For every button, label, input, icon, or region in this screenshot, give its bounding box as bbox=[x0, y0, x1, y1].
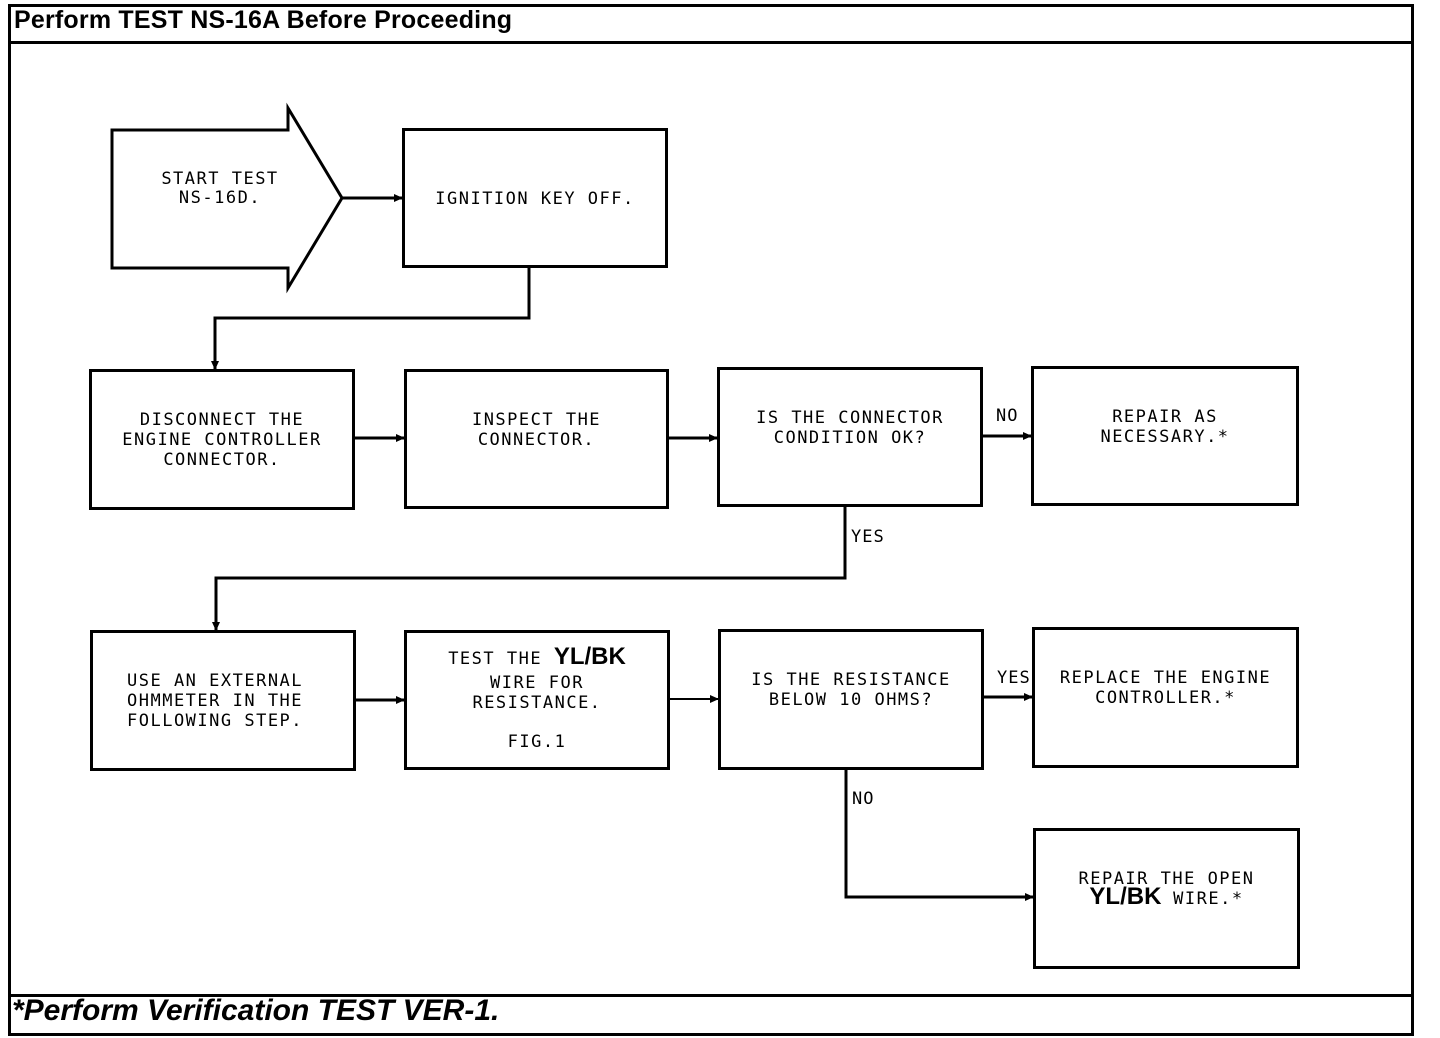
decision-connector-text: IS THE CONNECTOR CONDITION OK? bbox=[756, 408, 944, 448]
step-inspect-text: INSPECT THE CONNECTOR. bbox=[471, 410, 602, 450]
step-replace-text: REPLACE THE ENGINE CONTROLLER.* bbox=[1059, 668, 1272, 708]
step-disconnect-connector: DISCONNECT THE ENGINE CONTROLLER CONNECT… bbox=[89, 369, 355, 510]
start-test-label: START TEST NS-16D. bbox=[161, 169, 279, 208]
step-ignition-text: IGNITION KEY OFF. bbox=[435, 189, 635, 209]
step-ignition-key-off: IGNITION KEY OFF. bbox=[402, 128, 668, 268]
header-bar bbox=[8, 4, 1411, 44]
step-test-wire-prefix: TEST THE bbox=[448, 649, 554, 669]
step-test-wire-fig: FIG.1 bbox=[507, 732, 567, 752]
footer-divider bbox=[8, 994, 1411, 997]
connector-ignition-disconnect bbox=[211, 268, 531, 370]
step-repair-open-wire: REPAIR THE OPEN YL/BK WIRE.* bbox=[1033, 828, 1300, 969]
decision-connector-ok: IS THE CONNECTOR CONDITION OK? bbox=[717, 367, 983, 507]
wire-code-yl-bk: YL/BK bbox=[553, 643, 626, 670]
page-frame bbox=[8, 4, 1414, 1036]
step-disconnect-text: DISCONNECT THE ENGINE CONTROLLER CONNECT… bbox=[122, 410, 322, 470]
start-arrow-shape bbox=[110, 102, 344, 294]
step-test-wire-line1: TEST THE YL/BK bbox=[407, 645, 667, 670]
edge-label-yes-1: YES bbox=[851, 527, 885, 547]
step-use-ohmmeter: USE AN EXTERNAL OHMMETER IN THE FOLLOWIN… bbox=[90, 630, 356, 771]
footer-note: *Perform Verification TEST VER-1. bbox=[12, 994, 500, 1027]
step-repair-as-necessary: REPAIR AS NECESSARY.* bbox=[1031, 366, 1299, 506]
connector-no-repair-open bbox=[844, 770, 1034, 901]
step-test-yl-bk-wire: TEST THE YL/BK WIRE FOR RESISTANCE. FIG.… bbox=[404, 630, 670, 770]
edge-label-no-1: NO bbox=[996, 406, 1019, 426]
step-ohmmeter-text: USE AN EXTERNAL OHMMETER IN THE FOLLOWIN… bbox=[127, 671, 304, 731]
edge-label-yes-2: YES bbox=[997, 668, 1031, 688]
step-repair-open-line1: REPAIR THE OPEN bbox=[1078, 869, 1255, 889]
step-test-wire-line2: WIRE FOR RESISTANCE. bbox=[472, 673, 602, 713]
step-repair-open-suffix: WIRE.* bbox=[1161, 889, 1244, 909]
step-repair-text: REPAIR AS NECESSARY.* bbox=[1100, 407, 1230, 447]
step-replace-engine-controller: REPLACE THE ENGINE CONTROLLER.* bbox=[1032, 627, 1299, 768]
step-repair-open-line2: YL/BK WIRE.* bbox=[1036, 885, 1297, 910]
decision-resistance-text: IS THE RESISTANCE BELOW 10 OHMS? bbox=[751, 670, 951, 710]
connector-yes-ohmmeter bbox=[212, 507, 847, 631]
wire-code-yl-bk-2: YL/BK bbox=[1089, 883, 1162, 910]
page-title: Perform TEST NS-16A Before Proceeding bbox=[14, 6, 513, 34]
step-inspect-connector: INSPECT THE CONNECTOR. bbox=[404, 369, 669, 509]
decision-resistance-below-10: IS THE RESISTANCE BELOW 10 OHMS? bbox=[718, 629, 984, 770]
edge-label-no-2: NO bbox=[852, 789, 875, 809]
